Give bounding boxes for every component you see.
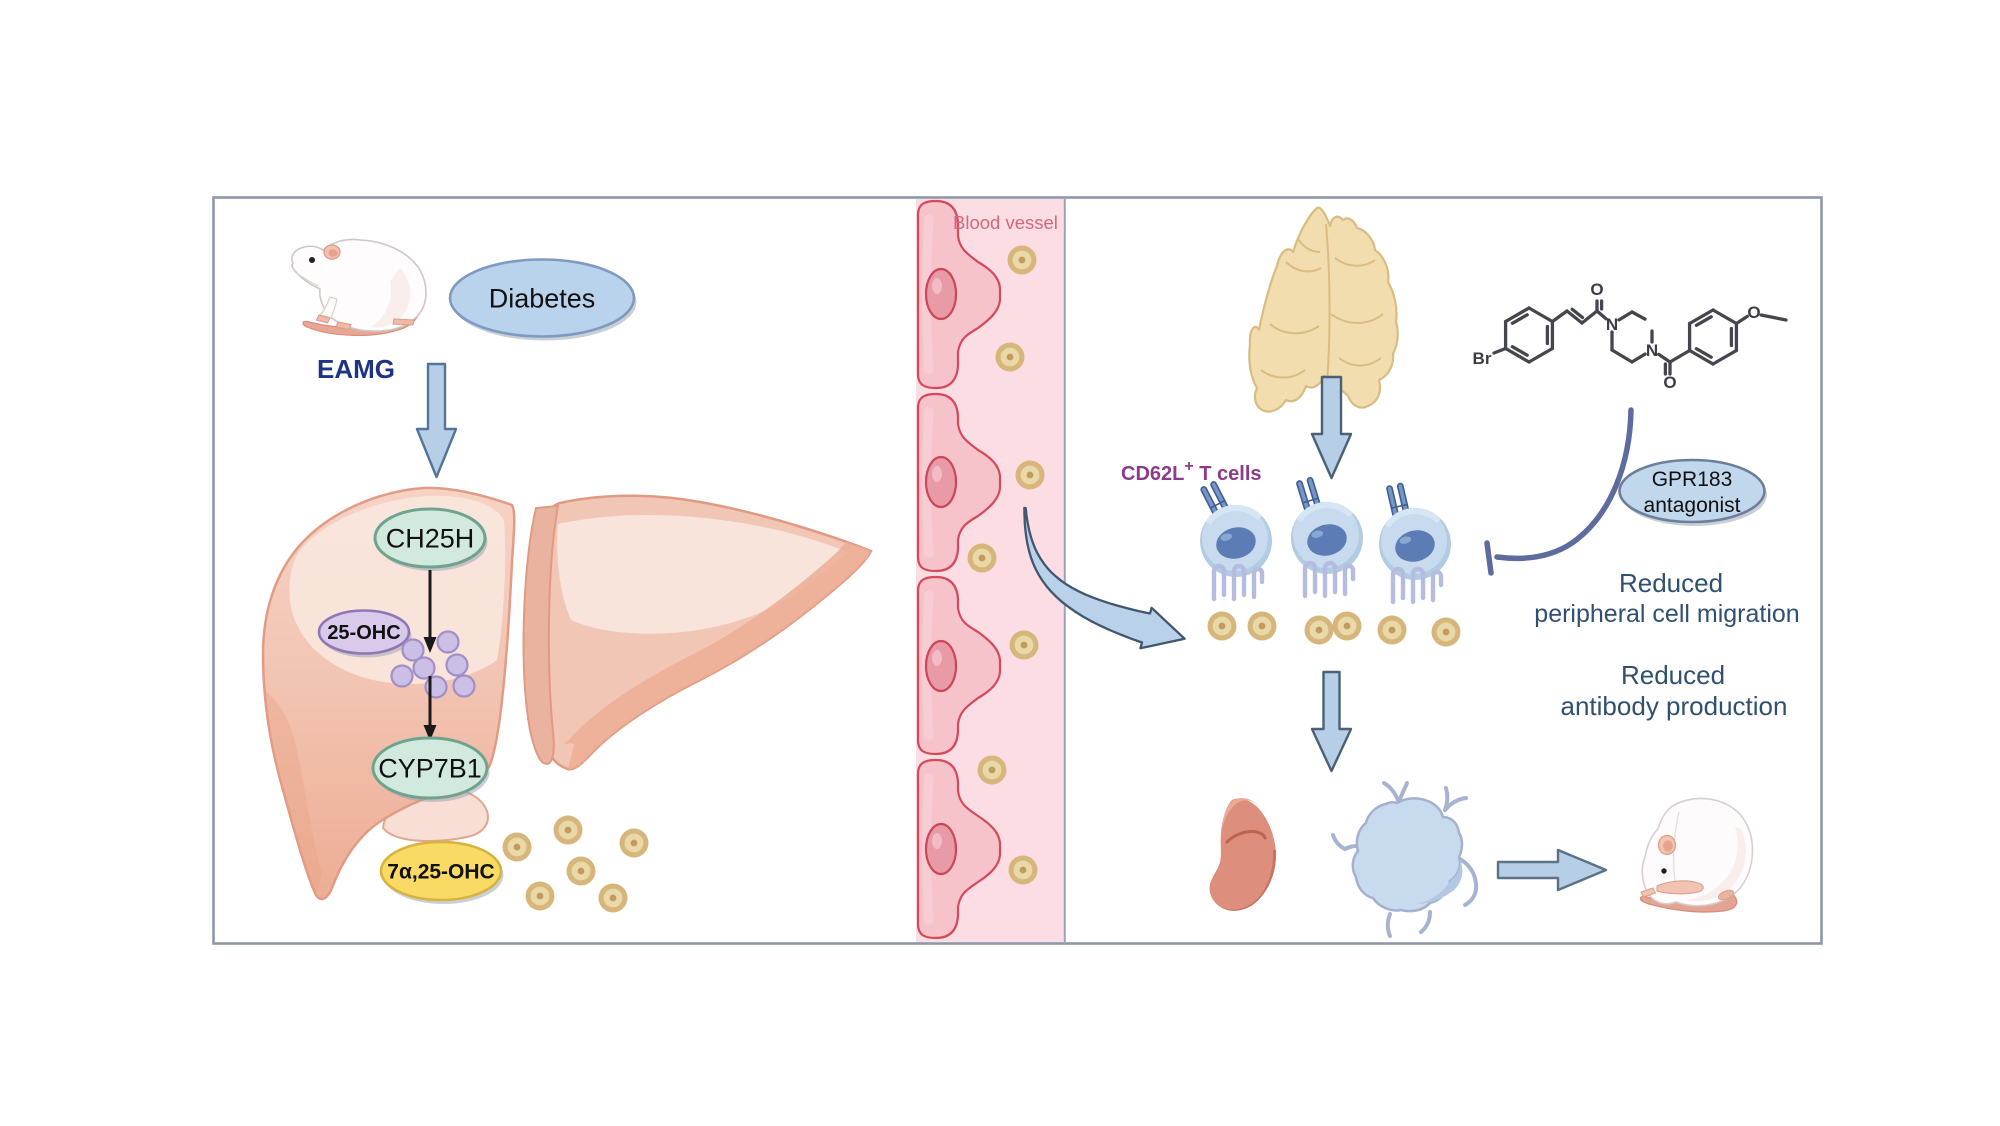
svg-text:Reduced: Reduced [1621, 660, 1725, 690]
svg-text:25-OHC: 25-OHC [327, 622, 400, 644]
svg-text:Br: Br [1473, 349, 1492, 368]
svg-text:Diabetes: Diabetes [489, 283, 596, 313]
svg-text:CYP7B1: CYP7B1 [378, 753, 482, 783]
svg-text:N: N [1606, 315, 1618, 334]
svg-text:N: N [1646, 341, 1658, 360]
svg-text:O: O [1747, 303, 1760, 322]
svg-text:peripheral cell migration: peripheral cell migration [1534, 600, 1799, 628]
svg-text:Blood vessel: Blood vessel [953, 212, 1058, 233]
svg-text:GPR183: GPR183 [1652, 468, 1733, 491]
svg-text:EAMG: EAMG [317, 354, 395, 384]
svg-text:7α,25-OHC: 7α,25-OHC [387, 860, 494, 883]
svg-text:antibody production: antibody production [1561, 691, 1788, 721]
svg-text:O: O [1590, 280, 1603, 299]
svg-text:Reduced: Reduced [1619, 568, 1723, 598]
svg-text:CH25H: CH25H [386, 523, 475, 553]
svg-text:O: O [1663, 373, 1676, 392]
svg-text:antagonist: antagonist [1644, 494, 1741, 517]
